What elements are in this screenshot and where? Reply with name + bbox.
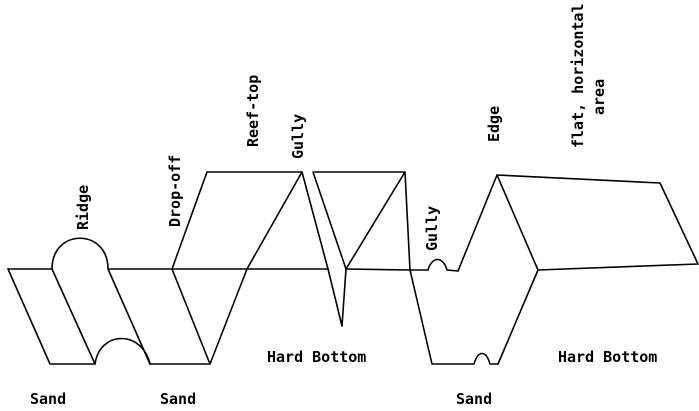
label-hard-bottom-1: Hard Bottom (267, 348, 366, 366)
ridge-block (7, 237, 211, 365)
label-flat-line1: flat, horizontal (569, 4, 587, 149)
label-sand-2: Sand (160, 390, 196, 408)
label-gully-1: Gully (289, 114, 307, 159)
label-hard-bottom-2: Hard Bottom (558, 348, 657, 366)
label-flat-line2: area (590, 79, 608, 115)
label-sand-1: Sand (30, 390, 66, 408)
label-reef-top: Reef-top (244, 75, 262, 147)
label-ridge: Ridge (74, 185, 92, 230)
reef-top-block (171, 171, 329, 365)
label-edge: Edge (485, 106, 503, 142)
gully-block (301, 171, 429, 327)
label-sand-3: Sand (456, 390, 492, 408)
label-drop-off: Drop-off (166, 155, 184, 227)
edge-flat-block (409, 174, 699, 365)
label-gully-2: Gully (423, 206, 441, 251)
gully-bump (427, 258, 459, 272)
